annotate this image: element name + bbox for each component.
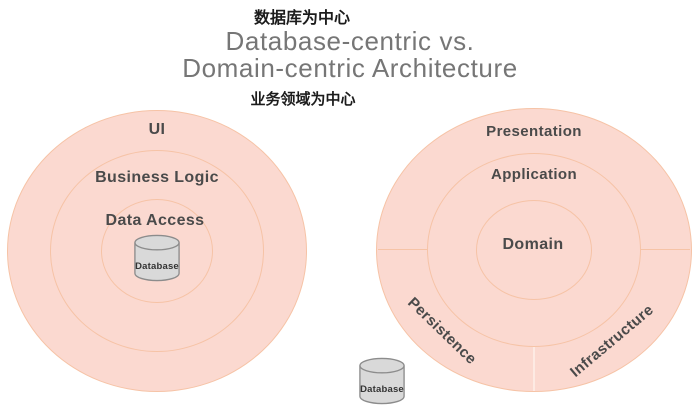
database-centric-diagram: UI Business Logic Data Access Database (7, 110, 307, 392)
ring-label-application: Application (490, 166, 578, 183)
ring-label-domain: Domain (502, 236, 564, 253)
database-label: Database (360, 383, 404, 395)
ring-domain (476, 200, 592, 300)
annotation-domain-centric-cn: 业务领域为中心 (250, 91, 356, 108)
database-cylinder-shape (359, 357, 405, 405)
page-title-line1: Database-centric vs. (225, 26, 475, 56)
ring-label-data-access: Data Access (105, 212, 205, 229)
ring-label-presentation: Presentation (486, 123, 582, 140)
ring-label-business-logic: Business Logic (95, 169, 219, 186)
external-database-cylinder-icon: Database (357, 357, 407, 405)
database-cylinder-icon: Database (133, 234, 181, 282)
ring-label-ui: UI (148, 121, 166, 138)
sector-divider-right (641, 249, 690, 250)
sector-divider-left (378, 249, 427, 250)
annotation-database-centric-cn: 数据库为中心 (253, 10, 351, 27)
page-title-line2: Domain-centric Architecture (182, 53, 518, 83)
database-label: Database (135, 260, 179, 272)
database-cylinder-shape (134, 234, 180, 282)
domain-centric-diagram: Presentation Application Domain Persiste… (376, 108, 692, 392)
sector-divider-bottom (533, 347, 535, 391)
